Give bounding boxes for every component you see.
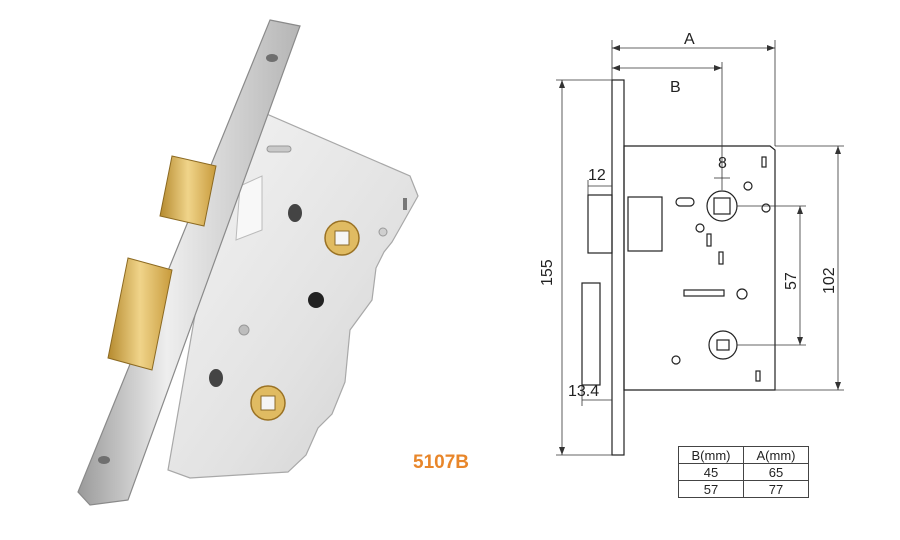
drawing-slot bbox=[761, 156, 767, 168]
table-row: 45 65 bbox=[678, 463, 809, 481]
drawing-faceplate bbox=[611, 79, 625, 456]
drawing-hole bbox=[736, 288, 748, 300]
drawing-bolt-square bbox=[716, 339, 730, 351]
latch-follower-square bbox=[334, 230, 350, 246]
faceplate-screw-hole-bottom bbox=[98, 456, 110, 464]
bolt-follower-square bbox=[260, 395, 276, 411]
drawing-latch bbox=[587, 194, 613, 254]
dim-B-label: B bbox=[670, 79, 681, 96]
drawing-hole bbox=[743, 181, 753, 191]
dead-bolt bbox=[107, 257, 173, 371]
drawing-latch-square bbox=[713, 197, 731, 215]
spindle-hole bbox=[308, 292, 324, 308]
dim-case-height-label: 102 bbox=[821, 267, 838, 294]
case-slot-top bbox=[288, 204, 302, 222]
latch-bolt bbox=[159, 155, 217, 227]
spec-table-cell: 77 bbox=[743, 480, 809, 498]
case-rivet bbox=[378, 227, 388, 237]
spec-table: B(mm) A(mm) 45 65 57 77 bbox=[678, 446, 809, 498]
case-slot-bottom bbox=[209, 369, 223, 387]
drawing-case bbox=[623, 145, 776, 391]
table-row: 57 77 bbox=[678, 480, 809, 498]
faceplate-screw-hole-top bbox=[266, 54, 278, 62]
dim-A-label: A bbox=[684, 31, 695, 48]
spec-table-cell: 57 bbox=[678, 480, 744, 498]
faceplate bbox=[77, 19, 301, 506]
dim-backset-hole-label: 8 bbox=[718, 155, 727, 172]
drawing-slot bbox=[675, 197, 695, 207]
model-code: 5107B bbox=[413, 452, 469, 473]
dim-height-total-label: 155 bbox=[539, 259, 556, 286]
drawing-hole bbox=[671, 355, 681, 365]
spec-table-header: B(mm) bbox=[678, 446, 744, 464]
drawing-deadbolt bbox=[581, 282, 601, 386]
spec-table-header-row: B(mm) A(mm) bbox=[678, 446, 809, 464]
drawing-slot bbox=[755, 370, 761, 382]
case-rivet bbox=[238, 324, 250, 336]
spec-table-cell: 65 bbox=[743, 463, 809, 481]
dim-bolt-offset-label: 13.4 bbox=[568, 383, 599, 400]
lock-photo bbox=[77, 19, 419, 506]
drawing-hole bbox=[695, 223, 705, 233]
drawing-latch-hub bbox=[706, 190, 738, 222]
lock-case-panel bbox=[235, 175, 263, 241]
spec-table-header: A(mm) bbox=[743, 446, 809, 464]
spec-table-cell: 45 bbox=[678, 463, 744, 481]
drawing-slot bbox=[706, 233, 712, 247]
drawing-slot bbox=[718, 251, 724, 265]
dim-center-distance-label: 57 bbox=[783, 272, 800, 290]
dim-latch-width-label: 12 bbox=[588, 167, 606, 184]
drawing-latch-inner bbox=[627, 196, 663, 252]
case-slot-small bbox=[403, 198, 407, 210]
drawing-slot bbox=[683, 289, 725, 297]
drawing-hole bbox=[761, 203, 771, 213]
case-slot-small bbox=[266, 145, 292, 153]
drawing-bolt-hub bbox=[708, 330, 738, 360]
